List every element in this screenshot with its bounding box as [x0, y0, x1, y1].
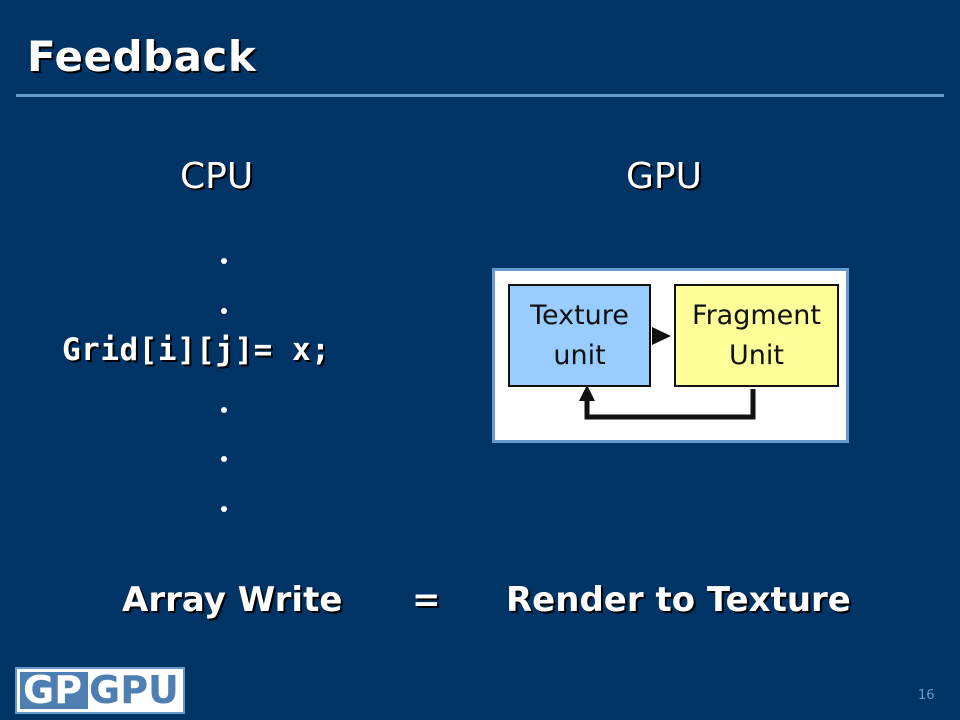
fragment-unit-label-1: Fragment: [692, 300, 821, 331]
logo-highlight: [20, 672, 88, 709]
page-number: 16: [918, 688, 935, 703]
fragment-unit-box: Fragment Unit: [674, 284, 839, 387]
diagram-arrows: [579, 327, 756, 420]
texture-unit-label-2: unit: [553, 340, 606, 371]
texture-unit-label-1: Texture: [530, 300, 629, 331]
ellipsis-dot: [221, 456, 227, 462]
code-line: Grid[i][j]= x;: [62, 332, 331, 368]
feedback-arrow-line: [584, 389, 756, 420]
ellipsis-dot: [221, 506, 227, 512]
title-divider: [16, 94, 944, 97]
texture-unit-box: Texture unit: [508, 284, 651, 387]
gpu-feedback-diagram: Texture unit Fragment Unit: [492, 268, 849, 443]
ellipsis-dot: [221, 407, 227, 413]
equation-right: Render to Texture: [506, 580, 851, 620]
fragment-unit-label-2: Unit: [729, 340, 784, 371]
cpu-heading: CPU: [180, 156, 254, 197]
equation-left: Array Write: [122, 580, 343, 620]
equation-operator: =: [412, 580, 441, 620]
logo-part1: GP: [23, 668, 83, 712]
feedback-arrow-head-icon: [579, 385, 595, 401]
forward-arrow-icon: [652, 327, 671, 345]
logo-part2: GPU: [89, 668, 179, 712]
slide-title: Feedback: [27, 32, 257, 81]
gpgpu-logo: GP GPU: [15, 667, 185, 714]
gpu-heading: GPU: [626, 156, 702, 197]
ellipsis-dot: [221, 258, 227, 264]
ellipsis-dot: [221, 308, 227, 314]
